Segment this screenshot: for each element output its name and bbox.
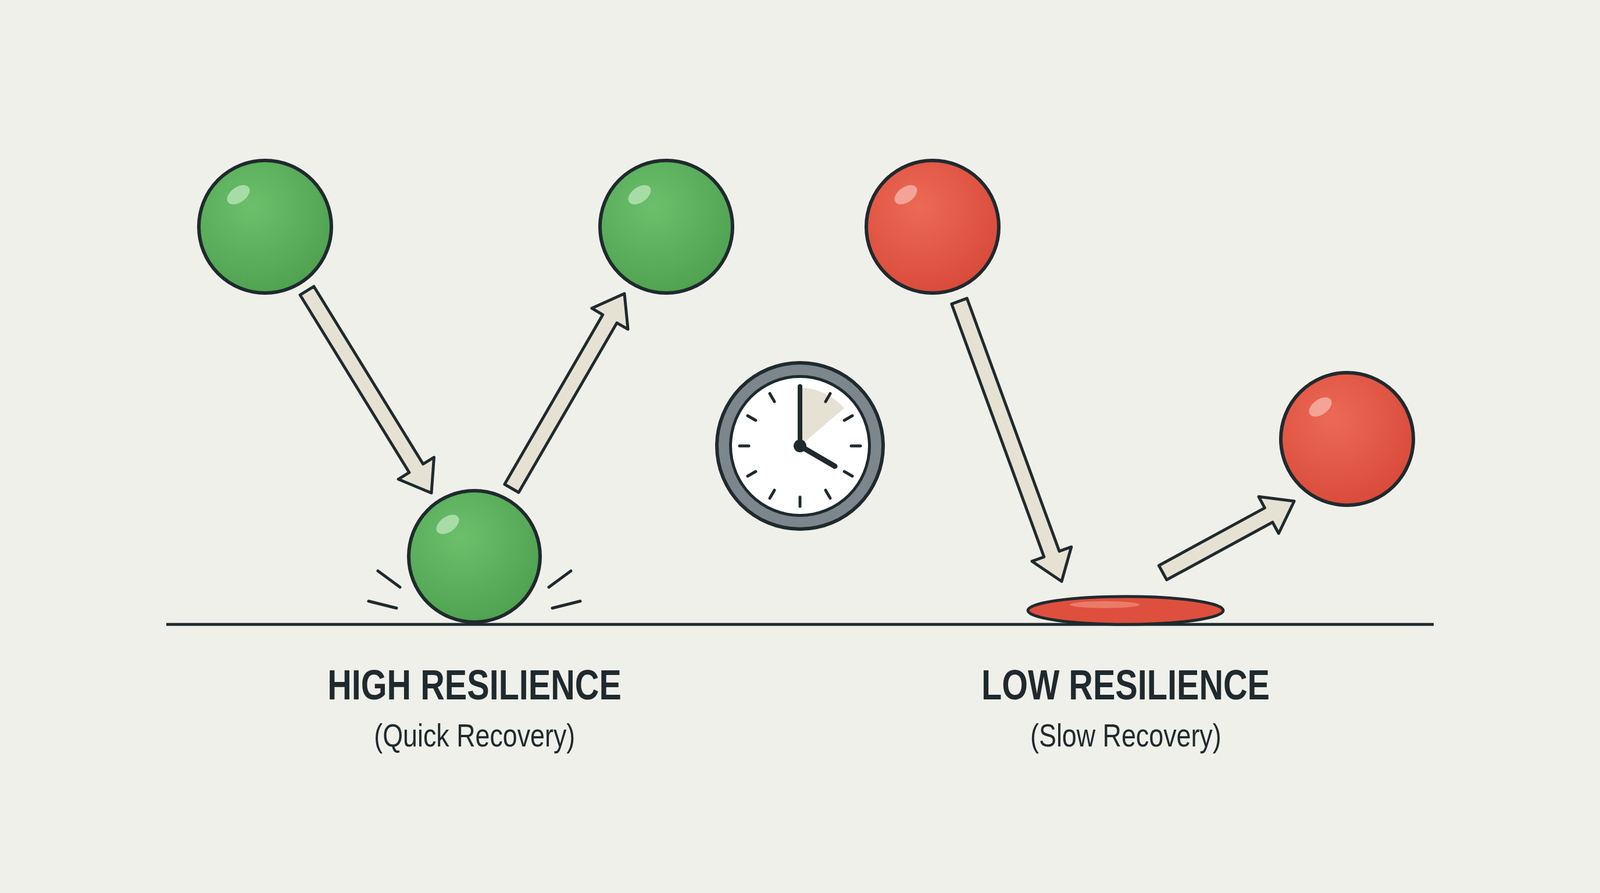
red-ball <box>1280 372 1414 506</box>
clock-tick <box>769 490 775 499</box>
category-heading: HIGH RESILIENCE <box>327 661 622 709</box>
clock-tick <box>825 490 831 499</box>
clock-tick <box>851 444 861 448</box>
clock-tick <box>739 444 749 448</box>
red-ball <box>866 160 999 294</box>
ground-line <box>166 623 1434 627</box>
flattened-red-ball <box>1027 596 1224 625</box>
clock-tick <box>747 471 756 477</box>
motion-arrow <box>300 286 434 494</box>
green-ball <box>408 490 541 623</box>
green-ball <box>198 160 332 294</box>
clock-icon <box>715 361 885 531</box>
motion-arrow <box>1158 496 1295 580</box>
category-subtitle: (Quick Recovery) <box>373 716 575 755</box>
category-subtitle: (Slow Recovery) <box>1030 716 1222 755</box>
motion-arrow <box>504 293 628 493</box>
category-heading: LOW RESILIENCE <box>981 661 1270 709</box>
impact-marks <box>368 570 581 609</box>
green-ball <box>600 160 733 294</box>
clock-tick <box>844 415 853 421</box>
motion-arrow <box>951 298 1072 582</box>
clock-tick <box>825 393 831 402</box>
clock-tick <box>747 415 756 421</box>
clock-tick <box>798 497 802 507</box>
clock-tick <box>769 393 775 402</box>
clock-tick <box>844 471 853 477</box>
